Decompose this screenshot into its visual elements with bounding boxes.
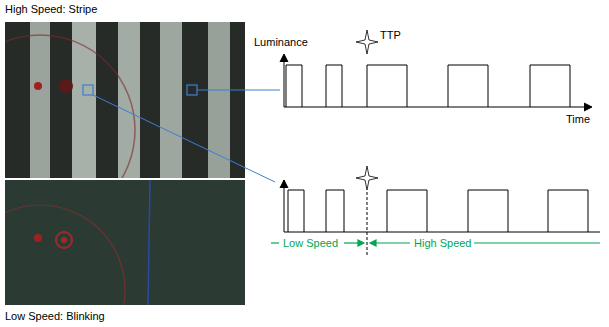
axis-label: Time bbox=[566, 113, 590, 126]
stripe-photo bbox=[5, 22, 245, 178]
ttp-star bbox=[356, 166, 378, 190]
luminance-plot bbox=[280, 180, 600, 232]
axis-label: Luminance bbox=[254, 36, 308, 49]
leader-line bbox=[93, 95, 275, 182]
speed-label: Low Speed bbox=[283, 237, 338, 250]
ttp-label: TTP bbox=[380, 29, 401, 42]
ttp-star bbox=[356, 30, 378, 54]
photo-caption: Low Speed: Blinking bbox=[5, 310, 105, 323]
photo-caption: High Speed: Stripe bbox=[5, 3, 97, 16]
ttp-line bbox=[367, 192, 368, 255]
blinking-photo bbox=[5, 180, 245, 305]
speed-label: High Speed bbox=[414, 237, 472, 250]
luminance-plot bbox=[280, 54, 592, 111]
leader-line bbox=[197, 90, 280, 91]
